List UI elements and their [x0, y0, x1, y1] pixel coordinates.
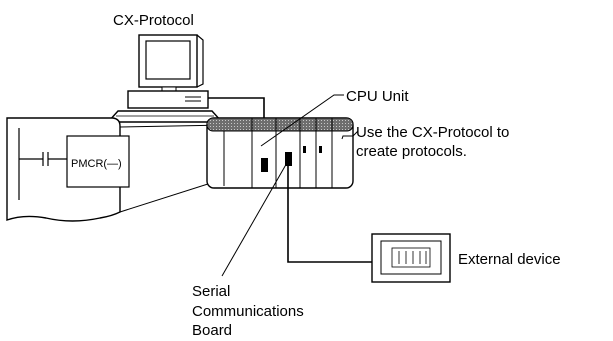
serial-board-label-line-2: Communications — [192, 303, 304, 320]
note-leader — [341, 130, 359, 140]
cpu-unit-label: CPU Unit — [346, 88, 409, 105]
external-device-label: External device — [458, 251, 561, 268]
serial-board-label-line-3: Board — [192, 322, 232, 339]
note-line-2: create protocols. — [356, 143, 467, 160]
cx-protocol-label: CX-Protocol — [113, 12, 194, 29]
serial-board-leader — [221, 160, 289, 277]
pmcr-instruction-label: PMCR(—) — [71, 158, 122, 170]
external-device-icon — [371, 233, 451, 283]
note-line-1: Use the CX-Protocol to — [356, 124, 509, 141]
plc-rack-icon — [206, 117, 354, 189]
board-to-device-cable — [287, 166, 372, 263]
personal-computer-icon — [106, 34, 224, 123]
cpu-unit-leader — [260, 94, 344, 147]
serial-board-label-line-1: Serial — [192, 283, 230, 300]
ladder-program-icon — [6, 117, 130, 222]
